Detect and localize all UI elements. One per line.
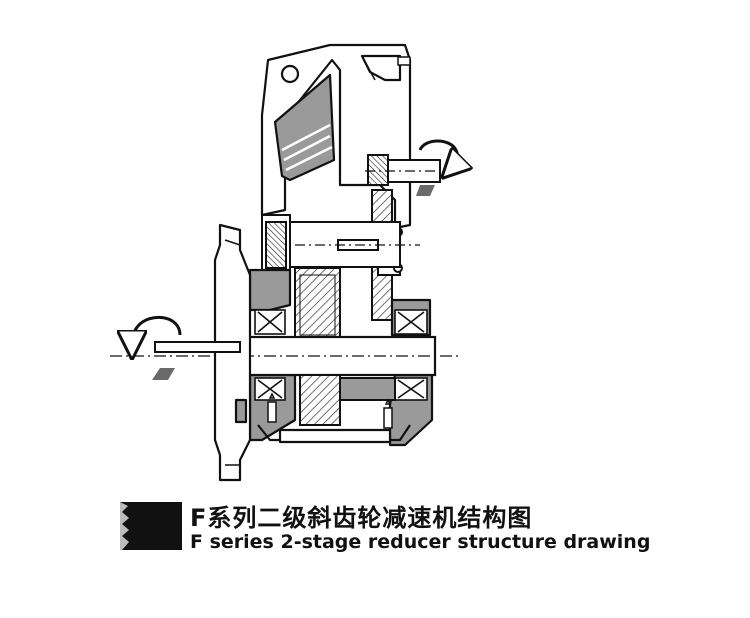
caption-chinese: F系列二级斜齿轮减速机结构图 <box>190 504 533 532</box>
rotation-arrow-icon <box>418 139 458 168</box>
rotation-arrow-icon <box>132 315 182 345</box>
bearings <box>254 309 428 401</box>
housing-bolts <box>267 392 393 429</box>
intermediate-gear <box>294 267 341 341</box>
input-shaft <box>365 154 445 186</box>
output-shaft <box>110 335 460 377</box>
caption-badge-icon <box>120 502 182 550</box>
intermediate-shaft <box>261 214 420 276</box>
caption-english: F series 2-stage reducer structure drawi… <box>190 531 651 553</box>
shaft-key-mark <box>416 185 435 196</box>
output-gear <box>299 374 396 426</box>
output-shaft-extension <box>152 341 241 380</box>
